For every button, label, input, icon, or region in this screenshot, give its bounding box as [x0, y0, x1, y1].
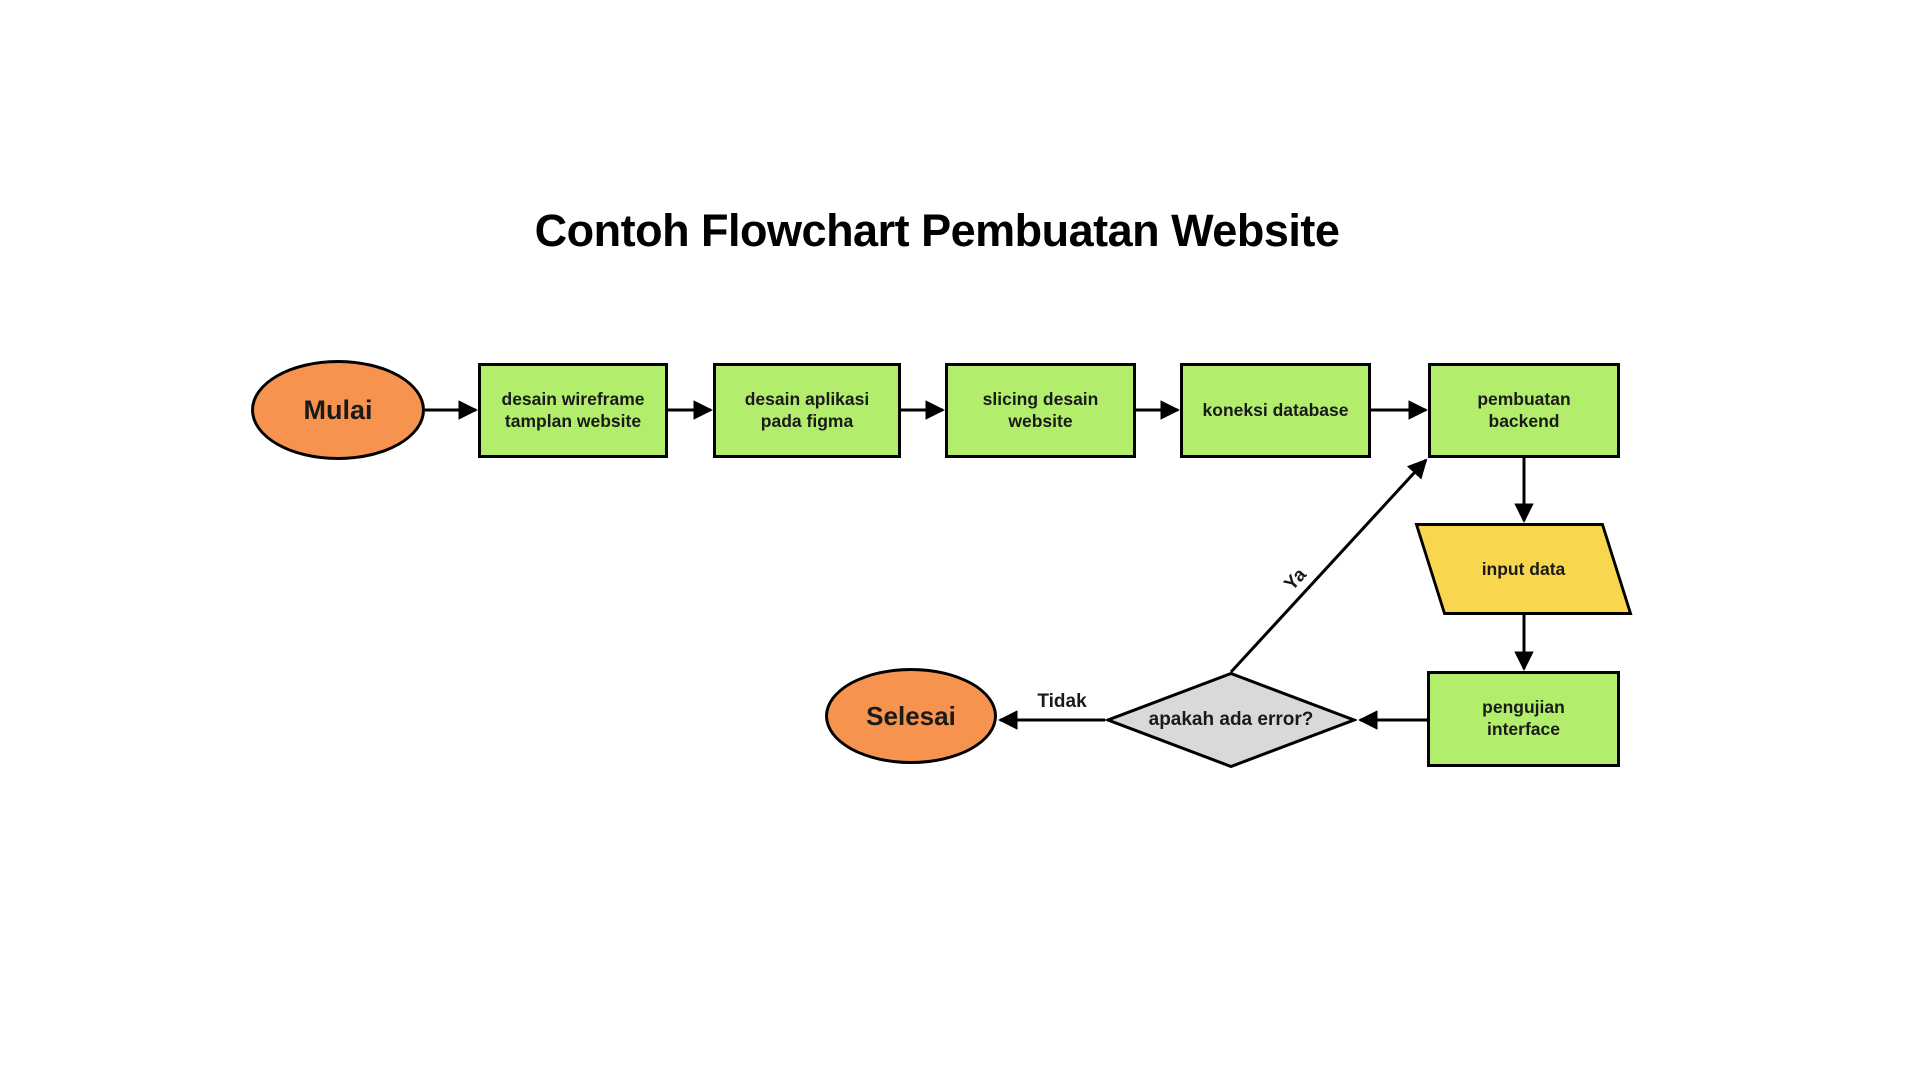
node-end-label: Selesai [866, 700, 956, 731]
node-end: Selesai [825, 668, 997, 764]
arrow-decision-to-backend-ya [1229, 458, 1428, 674]
diamond-shape [1105, 672, 1357, 768]
node-input-data-label: input data [1481, 558, 1566, 579]
node-start: Mulai [251, 360, 425, 460]
node-backend-label: pembuatan backend [1477, 388, 1571, 431]
node-wireframe-label: desain wireframe tamplan website [501, 388, 645, 431]
node-decision-label: apakah ada error? [1148, 709, 1314, 730]
node-database-label: koneksi database [1202, 399, 1349, 420]
node-decision: apakah ada error? [1105, 672, 1357, 768]
node-testing: pengujian interface [1427, 671, 1620, 767]
edge-label-tidak: Tidak [1037, 691, 1087, 712]
node-start-label: Mulai [303, 394, 373, 425]
edge-label-ya: Ya [1280, 564, 1311, 595]
page-title: Contoh Flowchart Pembuatan Website [534, 205, 1340, 256]
node-input-data: input data [1414, 523, 1633, 615]
node-backend: pembuatan backend [1428, 363, 1620, 458]
node-slicing: slicing desain website [945, 363, 1136, 458]
node-slicing-label: slicing desain website [982, 388, 1099, 431]
node-wireframe: desain wireframe tamplan website [478, 363, 668, 458]
node-figma-label: desain aplikasi pada figma [744, 388, 870, 431]
node-database: koneksi database [1180, 363, 1371, 458]
node-figma: desain aplikasi pada figma [713, 363, 901, 458]
node-testing-label: pengujian interface [1482, 697, 1565, 739]
